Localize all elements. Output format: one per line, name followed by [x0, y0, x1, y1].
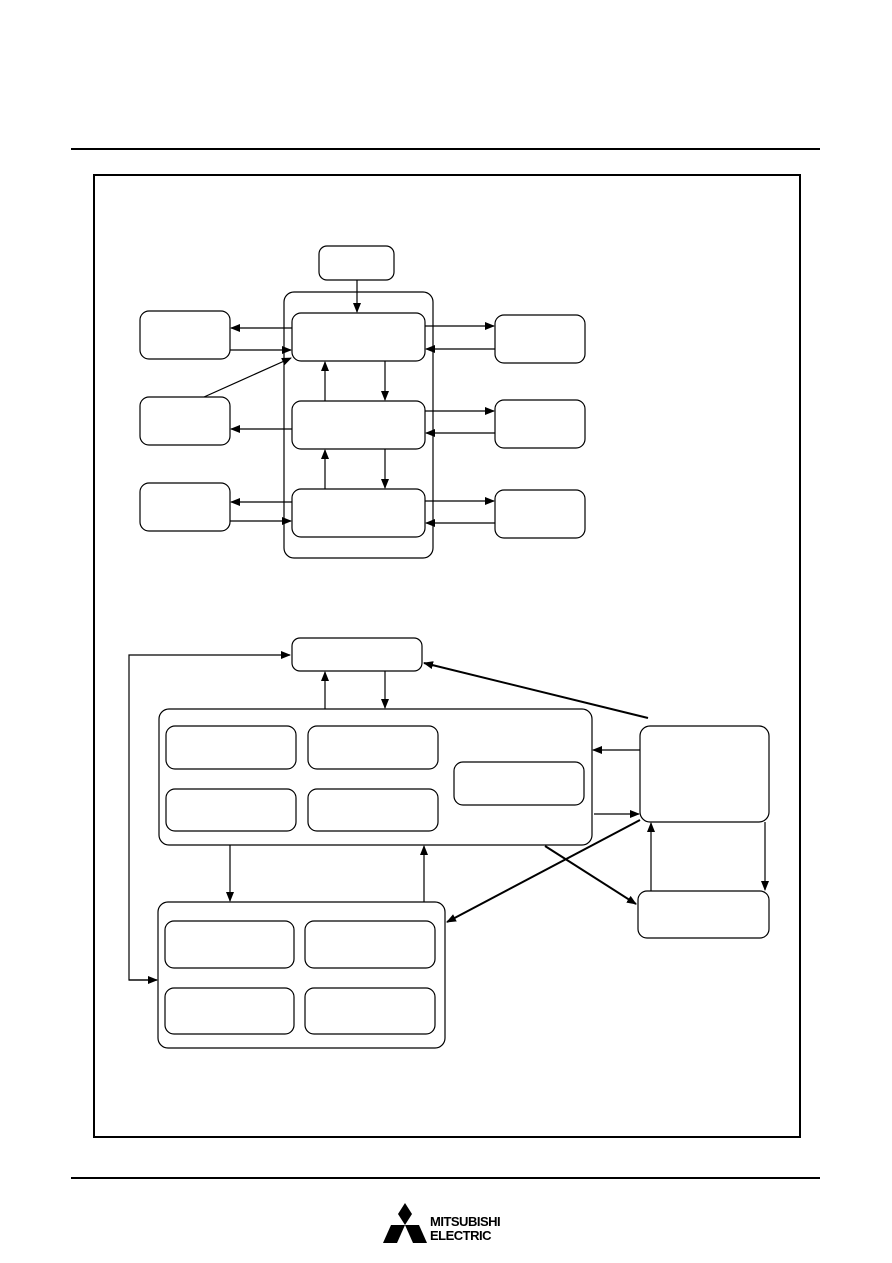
lower-top-box — [291, 637, 423, 672]
mitsubishi-logo-icon — [383, 1203, 427, 1243]
main-cell-1 — [165, 725, 297, 770]
header-rule — [71, 148, 820, 150]
left-block-3 — [139, 482, 231, 532]
figure-frame — [93, 174, 801, 1138]
right-block-2 — [494, 399, 586, 449]
top-input-box — [318, 245, 395, 281]
arrow-right-to-top — [423, 661, 649, 719]
central-block-3 — [291, 488, 426, 538]
right-large-box — [639, 725, 770, 823]
footer-rule — [71, 1177, 820, 1179]
central-block-2 — [291, 400, 426, 450]
left-block-2 — [139, 396, 231, 446]
right-block-1 — [494, 314, 586, 364]
bottom-cell-2 — [304, 920, 436, 969]
main-cell-3 — [165, 788, 297, 832]
arrow-right-to-bottom — [446, 819, 641, 923]
main-cell-4 — [307, 788, 439, 832]
logo-text-line1: MITSUBISHI — [430, 1214, 501, 1229]
bottom-cell-4 — [304, 987, 436, 1035]
bottom-cell-3 — [164, 987, 295, 1035]
main-cell-2 — [307, 725, 439, 770]
right-block-3 — [494, 489, 586, 539]
left-block-1 — [139, 310, 231, 360]
arrow-main-to-small — [544, 845, 637, 905]
main-cell-5 — [453, 761, 585, 806]
right-small-box — [637, 890, 770, 939]
central-block-1 — [291, 312, 426, 362]
arrow-left2-to-block1 — [203, 357, 292, 398]
bottom-cell-1 — [164, 920, 295, 969]
logo-text-line2: ELECTRIC — [430, 1228, 492, 1243]
